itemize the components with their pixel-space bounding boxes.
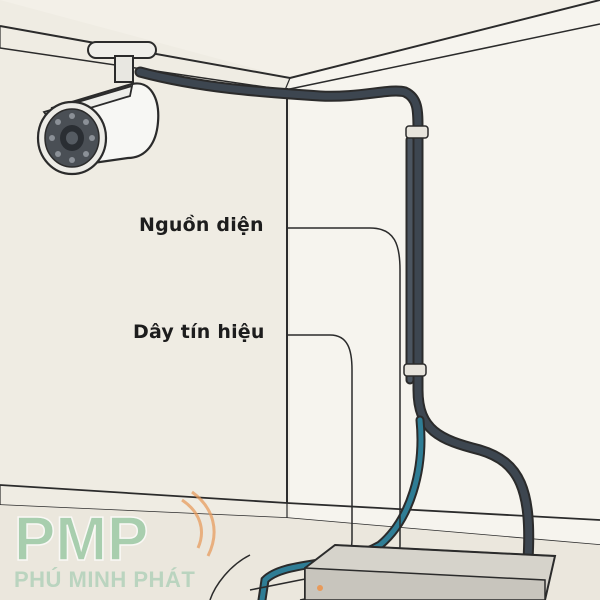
bullet-camera-icon: [36, 82, 160, 176]
company-name-watermark: PHÚ MINH PHÁT: [14, 567, 196, 592]
signal-cable: [257, 415, 426, 600]
company-logo: PMP: [13, 490, 216, 575]
power-cable: [134, 66, 535, 566]
power-label: Nguồn diện: [139, 214, 264, 236]
junction-box-icon: [304, 543, 557, 600]
camera-mount: [87, 41, 157, 83]
svg-text:PMP: PMP: [14, 505, 148, 574]
signal-label: Dây tín hiệu: [133, 321, 265, 343]
cable-clip-icon: [403, 125, 429, 377]
